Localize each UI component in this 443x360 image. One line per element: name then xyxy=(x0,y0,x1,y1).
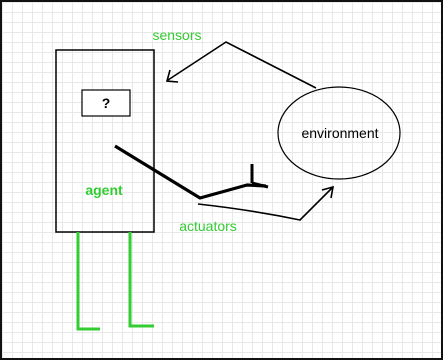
agent-box xyxy=(55,49,155,233)
environment-ellipse xyxy=(277,86,401,180)
decision-question-mark: ? xyxy=(102,95,111,111)
environment-label: environment xyxy=(301,125,378,141)
agent-left-leg xyxy=(76,232,100,331)
actuators-label: actuators xyxy=(179,218,237,234)
sensors-arrow-head xyxy=(165,69,179,83)
decision-box xyxy=(81,89,131,117)
actuator-arm xyxy=(114,144,267,200)
sensors-arrow-line xyxy=(167,41,317,89)
actuators-arrow-line xyxy=(197,187,333,221)
actuator-gripper-right xyxy=(251,181,269,189)
agent-right-leg xyxy=(128,232,154,328)
actuators-arrow-head xyxy=(321,185,335,199)
agent-environment-diagram: ? agent environment sensors actuators xyxy=(55,27,401,331)
agent-label: agent xyxy=(85,182,123,198)
sensors-label: sensors xyxy=(152,27,201,43)
